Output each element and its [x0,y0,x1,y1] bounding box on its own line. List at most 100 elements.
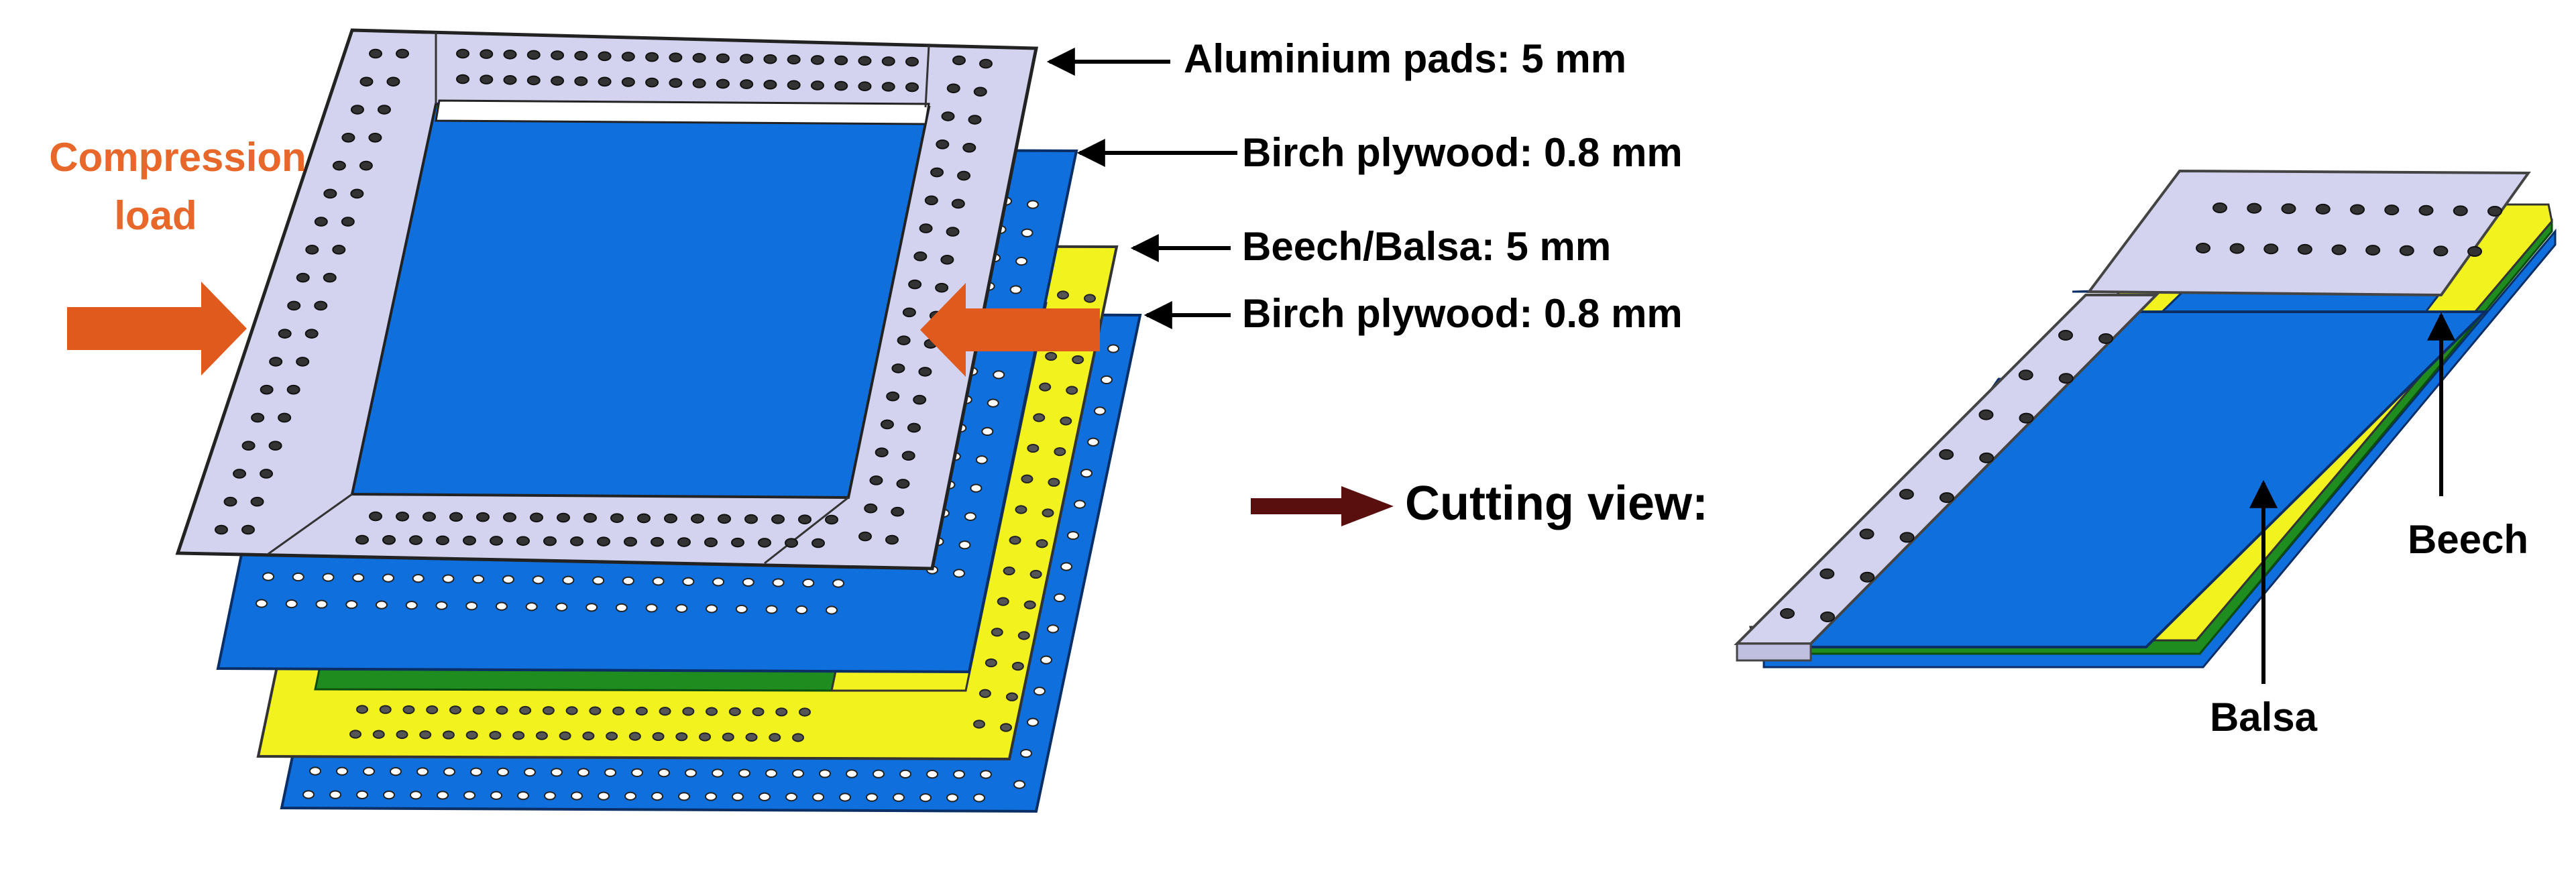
bolt-hole [332,160,346,171]
bolt-hole [2018,369,2033,381]
bolt-hole [834,55,848,66]
bolt-hole [1057,290,1069,300]
bolt-hole [811,538,825,548]
bolt-hole [765,768,777,778]
bolt-hole [1020,748,1032,758]
bolt-hole [919,223,933,233]
bolt-hole [1054,447,1066,457]
bolt-hole [278,329,292,339]
bolt-hole [1015,257,1028,266]
bolt-hole [251,412,265,423]
bolt-hole [651,792,663,801]
bolt-hole [1047,624,1059,634]
bolt-hole [2263,243,2279,255]
bolt-hole [624,791,636,801]
bolt-hole [542,706,555,715]
bolt-hole [973,719,985,729]
bolt-hole [350,188,364,199]
bolt-hole [712,768,724,778]
bolt-hole [2058,373,2074,384]
bolt-hole [1033,687,1046,696]
bolt-hole [517,791,529,801]
bolt-hole [268,441,282,451]
bolt-hole [449,705,461,715]
bolt-hole [305,245,319,255]
bolt-hole [379,705,392,714]
bolt-hole [1094,406,1106,416]
bolt-hole [652,732,665,742]
bolt-hole [692,78,706,89]
bolt-hole [891,506,905,517]
bolt-hole [1080,469,1093,478]
bolt-hole [1101,375,1113,385]
bolt-hole [442,574,455,583]
bolt-hole [1029,569,1042,579]
bolt-hole [2098,333,2113,344]
bolt-hole [968,115,982,125]
bolt-hole [745,732,758,742]
bolt-hole [322,573,335,582]
bolt-hole [526,50,541,60]
bolt-hole [2384,205,2400,216]
bolt-hole [635,706,648,716]
bolt-hole [731,537,744,548]
bolt-hole [570,536,583,546]
bolt-hole [559,731,571,740]
bolt-hole [775,707,788,717]
bolt-hole [369,48,382,59]
bolt-hole [332,245,346,255]
bolt-hole [901,451,915,461]
bolt-hole [535,731,548,740]
bolt-hole [792,769,804,778]
bolt-hole [562,575,575,585]
bolt-hole [555,602,568,612]
bolt-hole [1042,508,1054,518]
bolt-hole [802,578,815,588]
bolt-hole [1060,416,1072,426]
bolt-hole [718,514,731,524]
bolt-hole [472,705,485,715]
bolt-hole [2467,246,2482,257]
bolt-hole [624,536,637,547]
bolt-hole [1060,562,1072,571]
bolt-hole [981,426,994,437]
bolt-hole [323,188,337,199]
bolt-hole [396,730,408,740]
bolt-hole [1027,200,1039,209]
bolt-hole [962,142,976,153]
bolt-hole [519,705,532,715]
bolt-hole [958,540,971,550]
bolt-hole [377,105,391,115]
bolt-hole [350,105,364,115]
bolt-hole [525,602,538,612]
bolt-hole [1009,285,1022,294]
bolt-hole [269,357,283,367]
layer-pointer-arrows [1046,48,1237,329]
bolt-hole [223,496,237,507]
bolt-hole [329,790,341,799]
bolt-hole [1859,528,1874,540]
bolt-hole [345,599,358,609]
bolt-hole [577,768,590,777]
bolt-hole [278,412,292,423]
bolt-hole [740,79,754,89]
bolt-hole [589,706,602,715]
bolt-hole [262,572,274,581]
bolt-hole [722,732,734,742]
bolt-hole [953,569,965,578]
bolt-hole [885,534,899,545]
bolt-hole [503,74,517,85]
bolt-hole [858,81,872,92]
bolt-hole [463,535,476,546]
bolt-hole [752,707,765,717]
bolt-hole [699,732,712,742]
bolt-hole [940,255,954,265]
bolt-hole [1015,505,1027,514]
bolt-hole [926,770,938,779]
bolt-hole [359,160,373,171]
bolt-hole [987,398,999,408]
bolt-hole [2331,244,2347,255]
section-pointer-arrows [2249,312,2455,684]
bolt-hole [551,768,563,777]
label-birch-plywood-top: Birch plywood: 0.8 mm [1242,130,1683,175]
